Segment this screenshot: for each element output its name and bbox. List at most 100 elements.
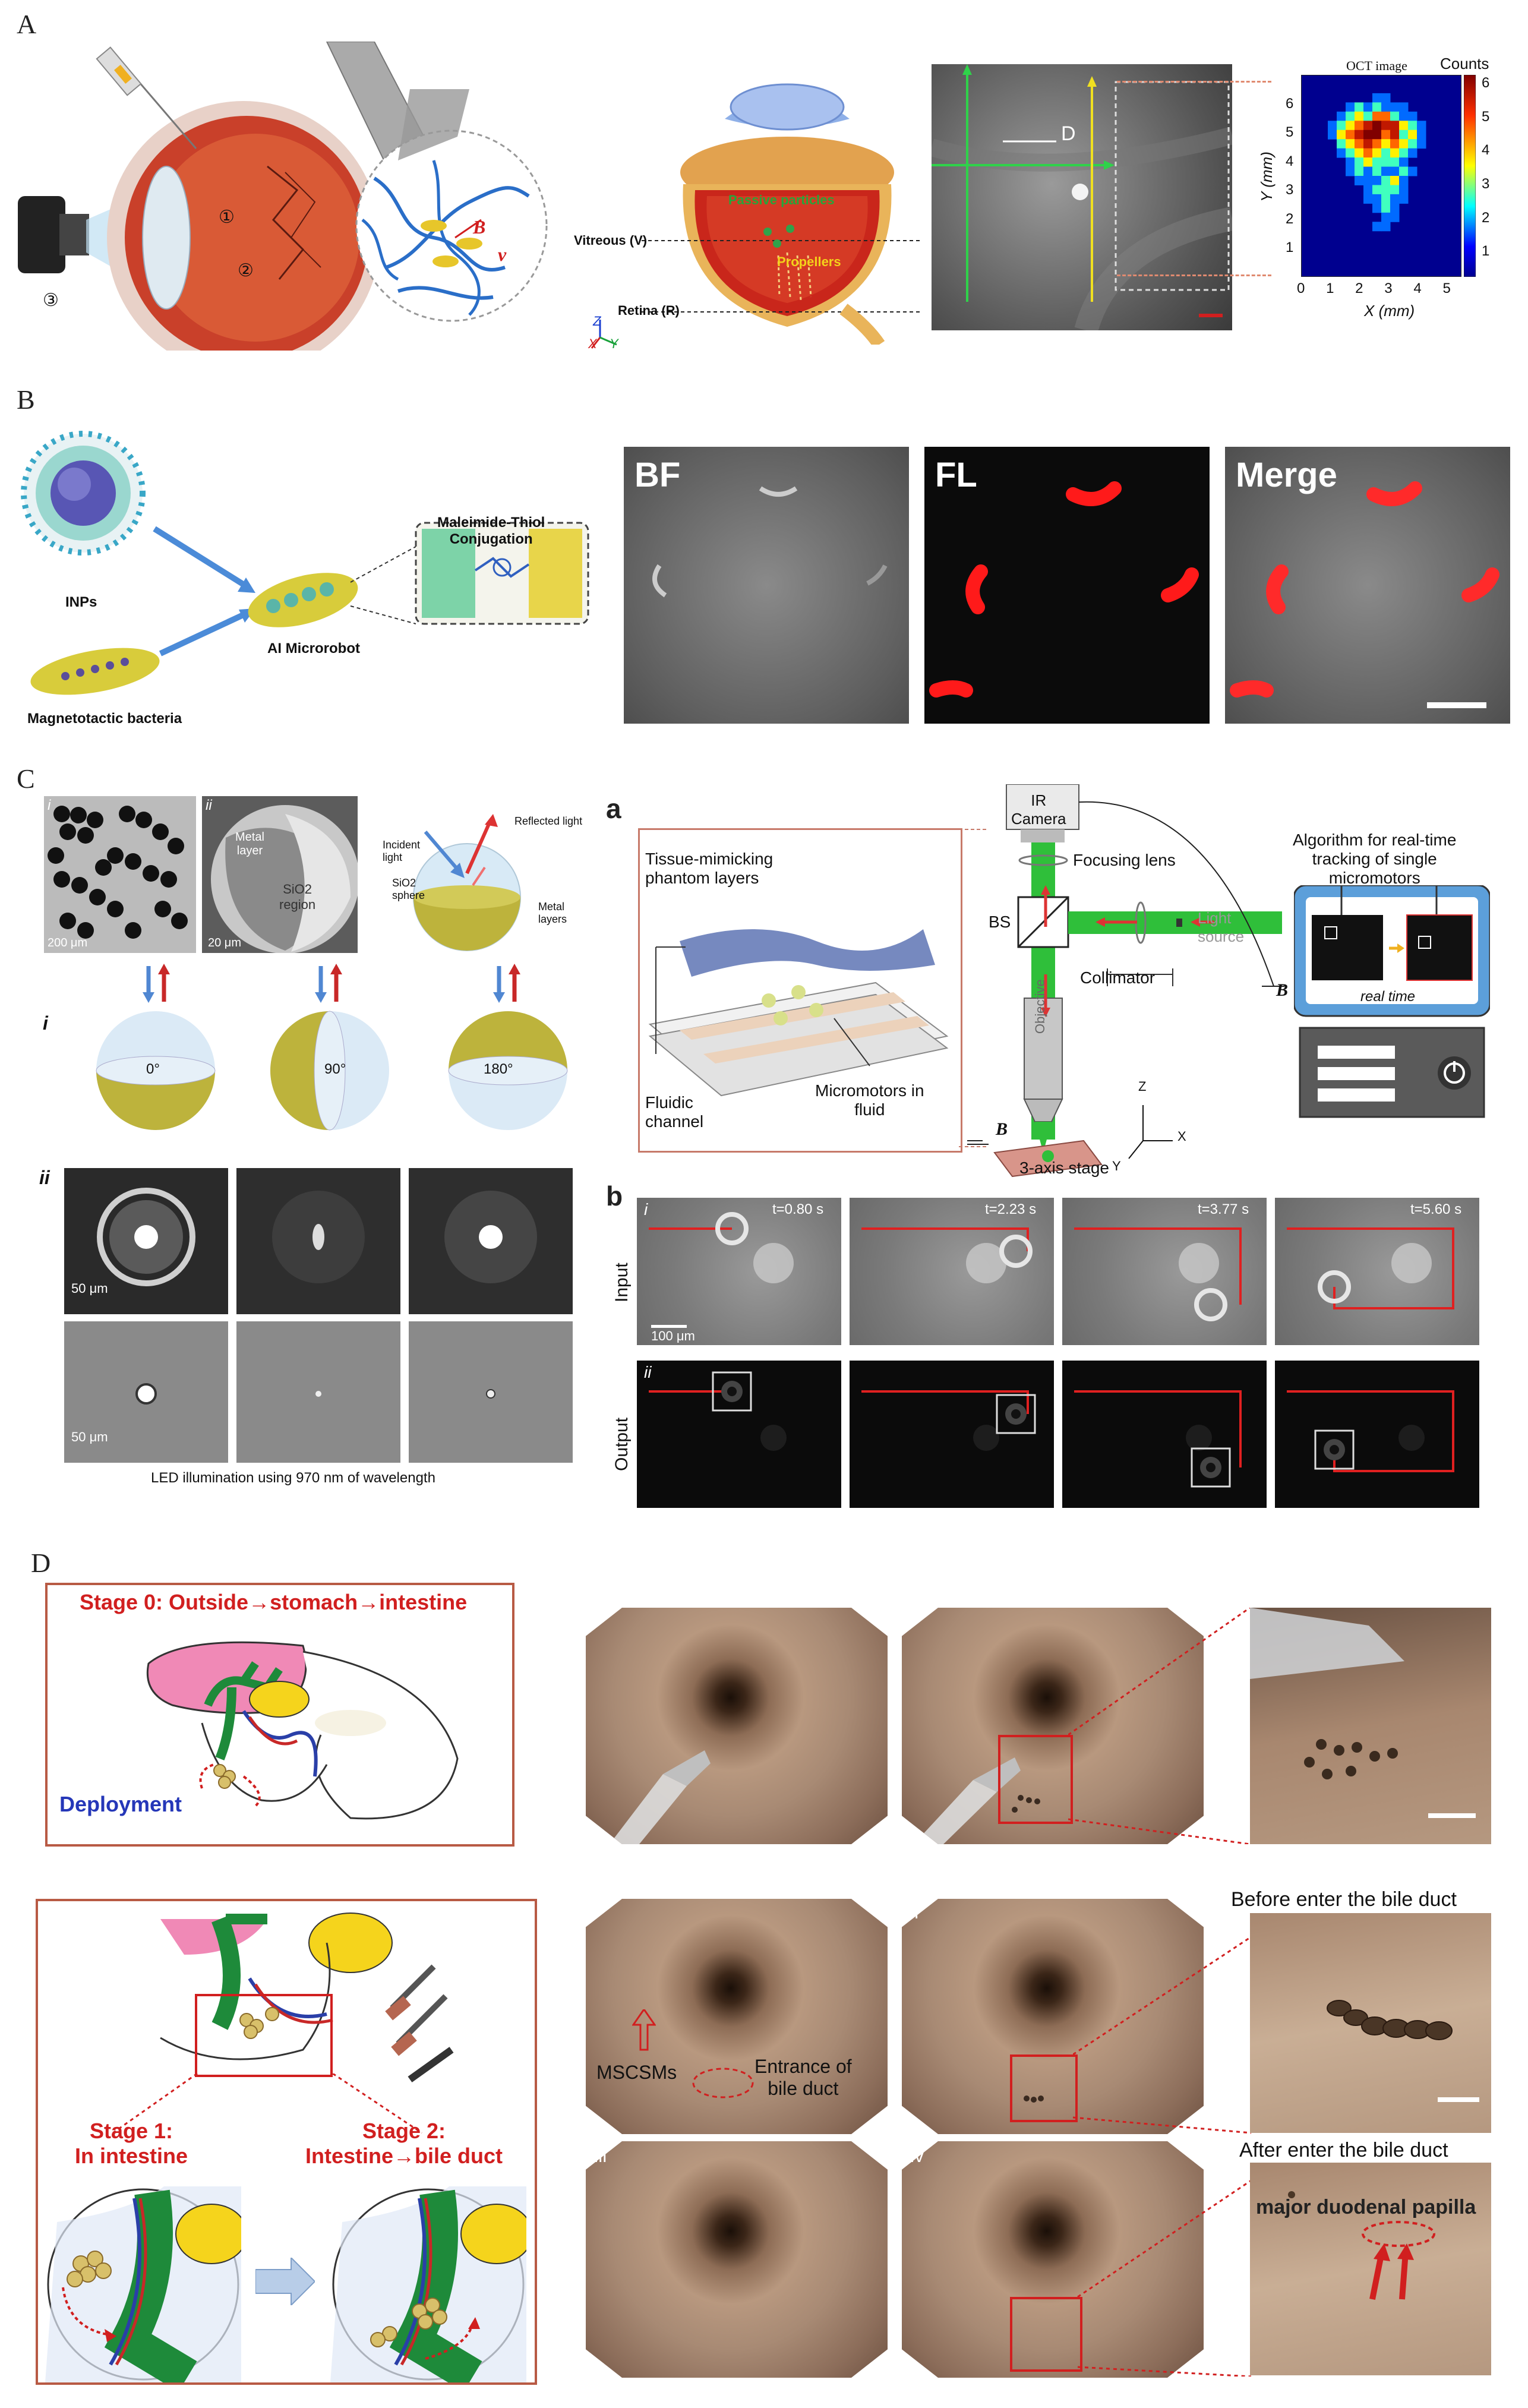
sio2-region-label: SiO2 region [279,882,316,912]
stage0-title: Stage 0: Outside→stomach→intestine [80,1590,468,1614]
endoscopy-frame-iii [586,2141,888,2378]
heatmap-cell [1408,148,1417,158]
axis-z-label-setup: Z [1138,1079,1147,1094]
heatmap-cell [1355,121,1364,131]
frame-ii-zoom-box [1010,2054,1078,2122]
deploy-zoom-image [1250,1608,1491,1844]
eye-marker-3: ③ [43,291,59,310]
heatmap-cell [1381,157,1391,168]
heatmap-cell [1381,166,1391,176]
heatmap-cell [1381,212,1391,222]
heatmap-cell [1390,212,1400,222]
reflection-0-small [64,1321,228,1463]
colorbar-title: Counts [1440,55,1489,72]
computer-illustration [1294,885,1490,1118]
algorithm-label: Algorithm for real-time tracking of sing… [1293,831,1457,887]
heatmap-cell [1390,166,1400,176]
frame-iii-label: iii [594,2145,607,2166]
heatmap-cell [1399,121,1409,131]
heatmap-cell [1372,130,1382,140]
phantom-inset-drawing [648,929,949,1097]
heatmap-cell [1399,166,1409,176]
heatmap-cell [1372,148,1382,158]
heatmap-cell [1363,176,1373,185]
tracking-input-frame [1275,1198,1479,1345]
reflection-0-large [64,1168,228,1314]
heatmap-cell [1372,139,1382,149]
heatmap-cell [1399,148,1409,158]
heatmap-cell [1346,102,1355,112]
heatmap-cell [1346,121,1355,131]
heatmap-cell [1372,194,1382,204]
endoscopy-frame-iv [902,2141,1204,2378]
before-label: Before enter the bile duct [1231,1888,1457,1911]
colorbar-tick: 1 [1482,243,1490,260]
reflection-90-small [236,1321,400,1463]
eye-injection-illustration [18,42,548,351]
reflection-90-large [236,1168,400,1314]
heatmap-cell [1390,121,1400,131]
objective-label: Objective [1033,979,1047,1034]
heatmap-cell [1363,185,1373,195]
heatmap-cell [1363,102,1373,112]
heatmap-cell [1381,121,1391,131]
reflection-180-large [409,1168,573,1314]
panel-letter-c-a: a [606,793,621,824]
fl-tile-label: FL [935,456,977,494]
reflected-light-label: Reflected light [514,815,583,827]
heatmap-cell [1363,148,1373,158]
scale-50-top: 50 μm [71,1281,108,1296]
heatmap-cell [1337,111,1346,121]
heatmap-cell [1337,121,1346,131]
mscsms-arrow [632,2009,656,2051]
stage2-label: Stage 2: Intestine→bile duct [305,2119,503,2168]
janus-light-schematic [413,814,521,951]
heatmap-cell [1372,176,1382,185]
deploy-zoom-lines [1068,1608,1251,1844]
endoscopy-frame-ii [902,1899,1204,2134]
heatmap-cell [1363,130,1373,140]
heatmap-cell [1363,166,1373,176]
heatmap-cell [1408,166,1417,176]
vitreous-label: Vitreous (V) [574,233,648,248]
entrance-ellipse [692,2068,754,2098]
heatmap-x-tick: 4 [1413,280,1422,296]
panel-letter-c: C [17,763,35,794]
fundus-zoom-line-top [1117,81,1271,83]
heatmap-cell [1390,111,1400,121]
heatmap-x-tick: 1 [1326,280,1334,296]
axis-y-label: Y [610,336,618,351]
panel-letter-d: D [31,1548,51,1578]
heatmap-cell [1408,130,1417,140]
tracking-output-frame [1275,1361,1479,1508]
heatmap-cell [1381,93,1391,103]
field-b-label: B [473,216,486,238]
heatmap-cell [1355,111,1364,121]
angle-90-label: 90° [324,1061,346,1077]
heatmap-cell [1355,157,1364,168]
heatmap-cell [1399,176,1409,185]
endoscopy-deploy-2 [902,1608,1204,1844]
heatmap-cell [1355,130,1364,140]
heatmap-cell [1328,130,1337,140]
incident-light-label: Incident light [383,839,421,863]
eye-cross-section [642,83,921,345]
eye-marker-1: ① [219,207,235,227]
bf-tile-label: BF [634,456,681,494]
tracking-row-i: i [644,1200,648,1219]
heatmap-cell [1355,176,1364,185]
axis-x-label-setup: X [1177,1129,1186,1144]
stage2-circle [330,2186,526,2382]
stage-transition-arrow [255,2258,315,2305]
deploy-zoom-box [998,1735,1073,1824]
heatmap-cell [1363,111,1373,121]
before-zoom-image [1250,1913,1491,2133]
inps-label: INPs [65,594,97,610]
after-zoom-image [1250,2163,1491,2375]
endoscopy-frame-i [586,1899,888,2134]
sem-sub-i: i [48,797,51,813]
velocity-label: v [498,244,507,265]
stage-connectors [112,2074,422,2134]
papilla-label: major duodenal papilla [1256,2196,1476,2218]
ir-camera-label: IR Camera [1011,791,1066,828]
